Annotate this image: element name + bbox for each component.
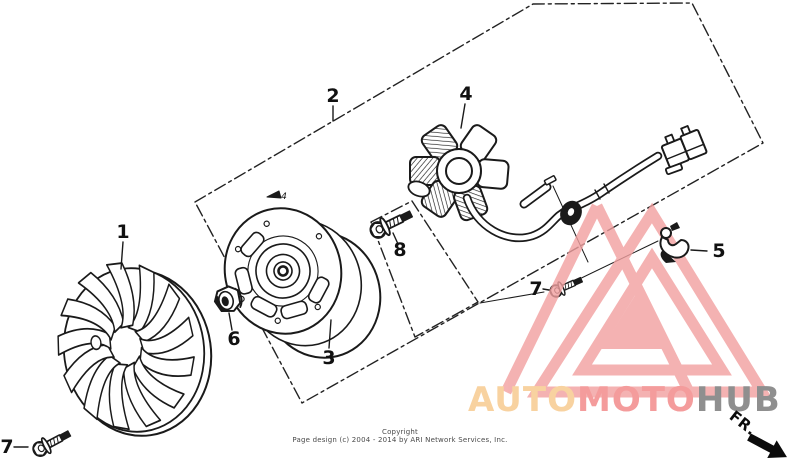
wire-harness-drawing: [462, 125, 708, 243]
callout-2[interactable]: 2: [326, 85, 339, 107]
assembly-group-border: [194, 2, 764, 404]
callout-7-right[interactable]: 7: [529, 278, 542, 300]
callout-6[interactable]: 6: [227, 328, 240, 350]
harness-clamp-drawing: [659, 222, 690, 263]
logo-triangle-core: [601, 294, 670, 349]
watermark-logo: [501, 202, 772, 398]
callout-3[interactable]: 3: [322, 347, 335, 369]
brand-part-moto: MOTO: [576, 380, 696, 420]
brand-part-auto: AUTO: [468, 380, 577, 420]
bolt-8-drawing: [366, 204, 417, 243]
logo-peak-secondary: [501, 203, 693, 395]
callout-7-left[interactable]: 7: [0, 436, 13, 458]
grommet-drawing: [560, 200, 582, 226]
rotor-stamp: 4: [281, 192, 287, 202]
bolt-group-border: [370, 200, 479, 338]
copyright-line1: Copyright: [381, 428, 418, 436]
logo-triangle-inner: [572, 247, 732, 376]
watermark-brand-text: AUTOMOTOHUB: [468, 383, 781, 417]
stator-drawing: [407, 124, 510, 222]
brand-part-hub: HUB: [695, 380, 781, 420]
copyright-footer: Copyright Page design (c) 2004 - 2014 by…: [0, 428, 800, 445]
nut-drawing: [213, 285, 243, 313]
callout-8[interactable]: 8: [393, 239, 406, 261]
connector-drawing: [660, 125, 708, 169]
callout-5[interactable]: 5: [712, 240, 725, 262]
copyright-line2: Page design (c) 2004 - 2014 by ARI Netwo…: [292, 436, 508, 445]
fr-arrow: [747, 433, 787, 459]
callout-1[interactable]: 1: [116, 221, 129, 243]
bolt7-axis-line: [479, 240, 659, 304]
rotor-drawing: [223, 190, 382, 359]
rotor-keyway-mark: [266, 190, 282, 199]
fan-flywheel-drawing: [50, 254, 213, 437]
terminal-wire-drawing: [519, 175, 557, 209]
connector-terminal: [664, 162, 684, 176]
callout-4[interactable]: 4: [459, 83, 472, 105]
leader-lines: [13, 103, 708, 448]
logo-triangle-outer: [526, 202, 772, 398]
